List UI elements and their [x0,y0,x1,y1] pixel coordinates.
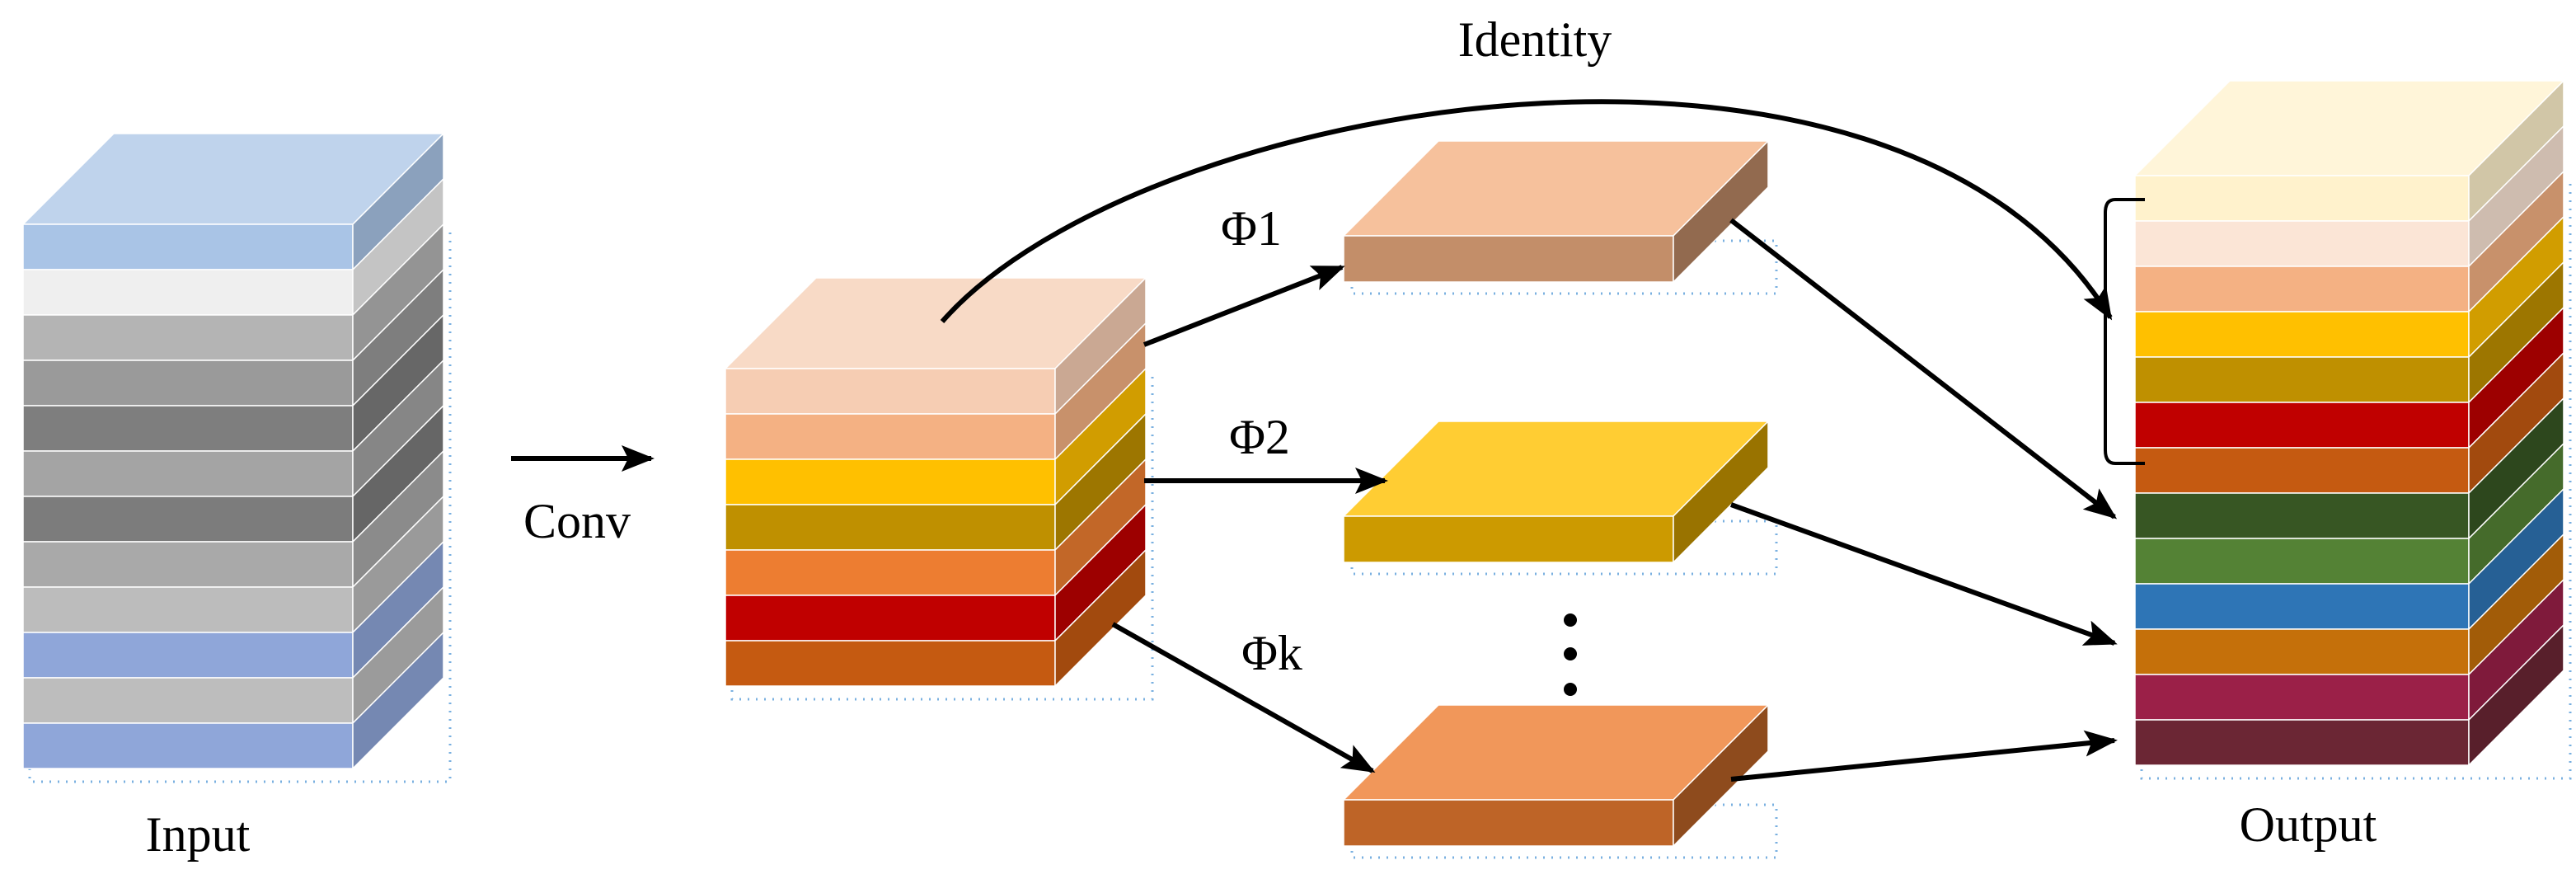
input-stack-layer [22,360,354,407]
phi1-label: Φ1 [1221,201,1282,256]
phik-ghost-slab [1342,703,1778,859]
input-stack-layer [22,269,354,316]
phik-to-output-arrow [1730,730,2118,782]
input-stack-layer [22,223,354,270]
input-stack-layer [22,450,354,497]
phi2-label: Φ2 [1229,410,1290,464]
conv-stack-layer [725,458,1056,505]
output-stack-layer [2134,266,2470,313]
conv-stack-side-face [1054,548,1147,688]
output-stack-side-face [2468,623,2564,767]
output-stack-layer [2134,447,2470,494]
phik-label: Φk [1241,626,1302,680]
output-stack-layer [2134,583,2470,630]
phi2-slab-front-face [1343,515,1674,563]
conv-stack-layer [725,368,1056,415]
phi1-ghost-slab [1342,139,1778,295]
output-stack-layer [2134,220,2470,267]
phik-slab-front-face [1343,799,1674,847]
conv-stack-layer [725,549,1056,596]
output-stack-layer [2134,175,2470,222]
input-stack-layer [22,405,354,452]
identity-bracket [2104,198,2145,465]
output-stack-layer [2134,719,2470,766]
output-label: Output [2240,797,2377,852]
input-stack-layer [22,722,354,769]
input-stack-shadow [28,231,452,783]
conv-stack-layer [725,595,1056,642]
phi1-to-output-arrow [1729,218,2118,519]
conv-stack-layer [725,413,1056,460]
identity-arrow [940,99,2113,323]
input-stack-layer [22,314,354,361]
output-stack-layer [2134,674,2470,721]
identity-label: Identity [1458,12,1612,67]
output-stack-layer [2134,356,2470,403]
output-stack-layer [2134,628,2470,675]
phi2-ghost-slab [1342,420,1778,576]
output-stack-layer [2134,311,2470,358]
output-stack-layer [2134,492,2470,539]
input-stack-layer [22,677,354,724]
input-label: Input [146,807,251,862]
phi1-slab-side-face [1673,139,1769,284]
intrinsic-feature-stack [724,276,1154,701]
conv-stack-layer [725,504,1056,551]
phi2-to-output-arrow [1729,502,2118,646]
conv-label: Conv [523,494,631,548]
input-stack-layer [22,586,354,633]
input-stack-layer [22,541,354,588]
output-stack-layer [2134,538,2470,585]
output-stack-layer [2134,402,2470,449]
phik-arrow [1111,622,1376,773]
input-feature-stack [21,132,452,783]
output-feature-stack [2133,79,2572,780]
phik-slab-side-face [1673,703,1769,848]
input-stack-side-face [352,631,444,770]
phi1-arrow [1143,265,1345,347]
phi1-slab-front-face [1343,235,1674,283]
input-stack-layer [22,496,354,543]
vertical-ellipsis [1564,613,1577,696]
input-stack-layer [22,632,354,679]
phi2-slab-side-face [1673,420,1769,564]
conv-stack-layer [725,640,1056,687]
